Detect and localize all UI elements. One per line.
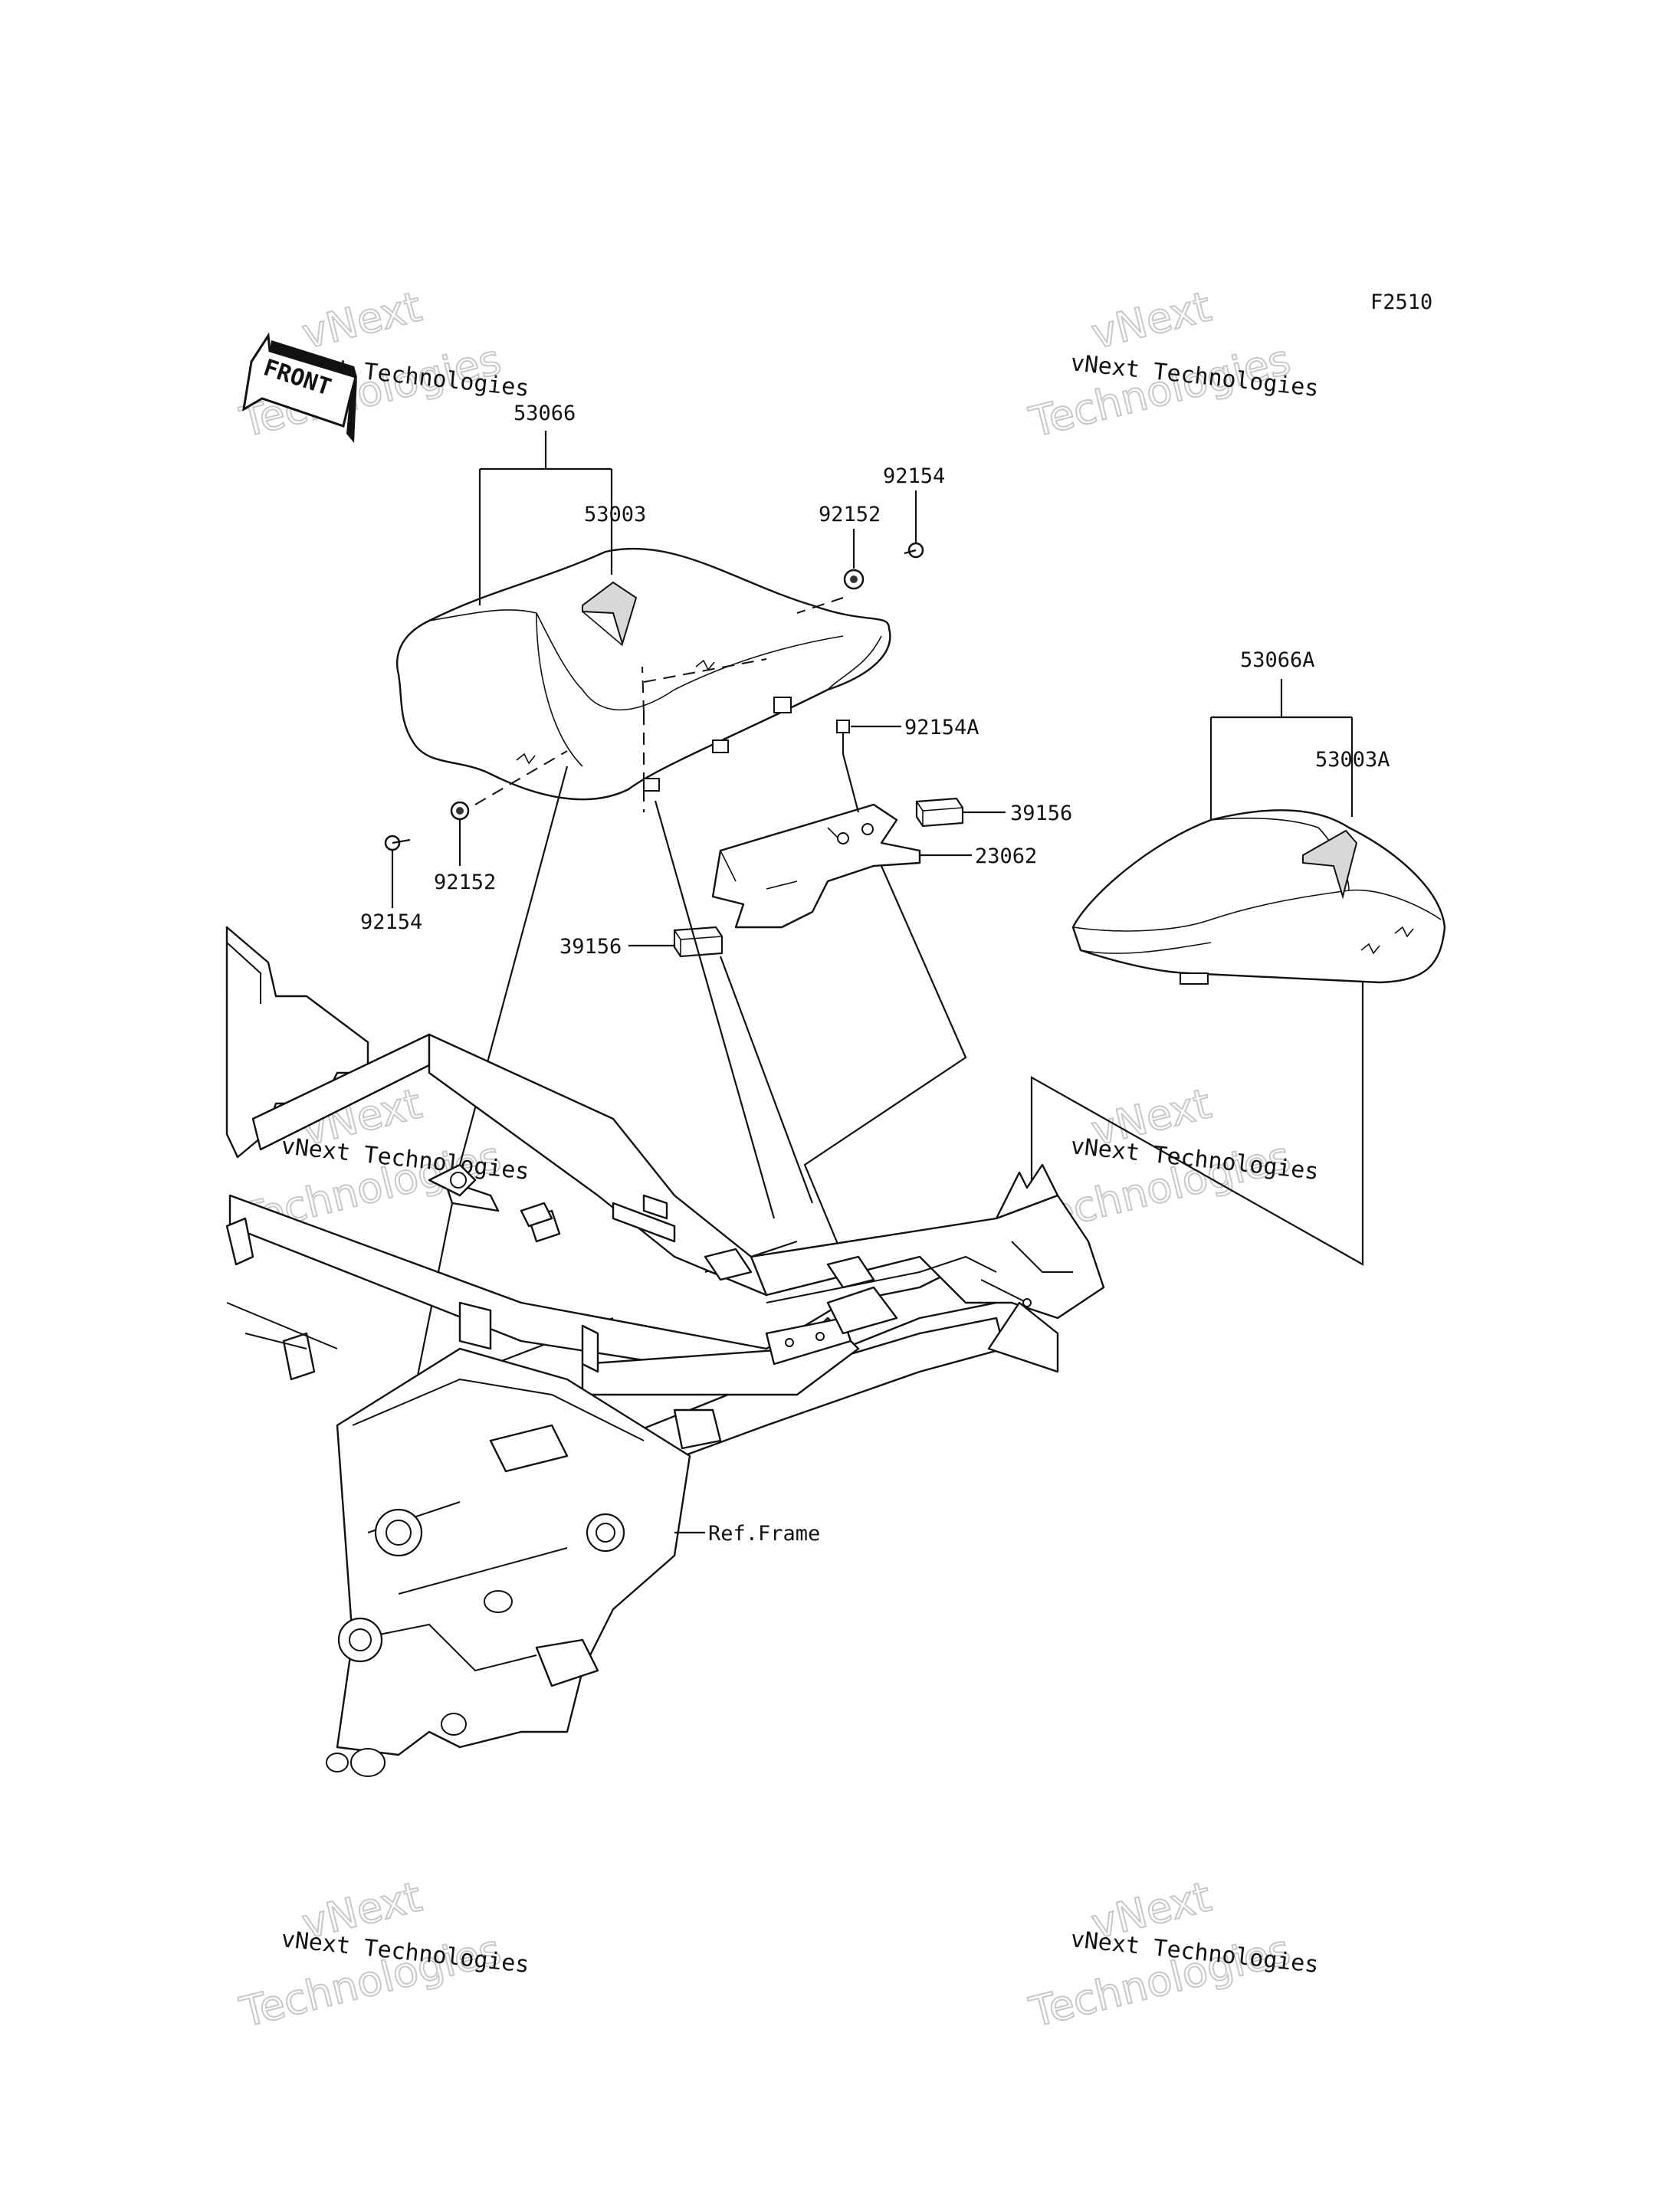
label-92154-left: 92154	[360, 910, 422, 934]
diagram-code: F2510	[1370, 290, 1432, 314]
watermark-top-right: vNext Technologies vNext Technologies	[1024, 281, 1320, 448]
label-53066A: 53066A	[1240, 648, 1315, 672]
rider-seat	[396, 547, 891, 801]
watermark-brand: vNext	[1087, 282, 1216, 358]
bolt-top-icon	[843, 542, 924, 590]
label-92152-left: 92152	[434, 871, 496, 894]
label-53003A: 53003A	[1315, 748, 1390, 772]
label-ref-frame: Ref.Frame	[708, 1522, 820, 1546]
watermark-bottom-left: vNext Technologies vNext Technologies	[235, 1871, 530, 2038]
motorcycle-frame	[225, 926, 1105, 1777]
label-92154A: 92154A	[904, 716, 979, 739]
seat-cover	[1071, 809, 1446, 985]
label-39156-right: 39156	[1010, 802, 1072, 825]
label-39156-left: 39156	[559, 935, 622, 959]
label-53003: 53003	[584, 503, 646, 526]
bolt-bracket-icon	[836, 720, 850, 754]
label-53066: 53066	[514, 402, 576, 425]
watermark-bottom-right: vNext Technologies vNext Technologies	[1024, 1871, 1320, 2038]
seat-bracket	[711, 803, 921, 929]
damper-right	[915, 797, 964, 828]
label-23062: 23062	[975, 844, 1037, 868]
bolt-left-icon	[384, 801, 470, 851]
damper-left	[673, 926, 724, 958]
label-92152-top: 92152	[819, 503, 881, 526]
label-92154-top: 92154	[883, 464, 945, 488]
watermark-brand: vNext	[297, 282, 426, 358]
front-arrow-icon: FRONT	[242, 332, 357, 443]
